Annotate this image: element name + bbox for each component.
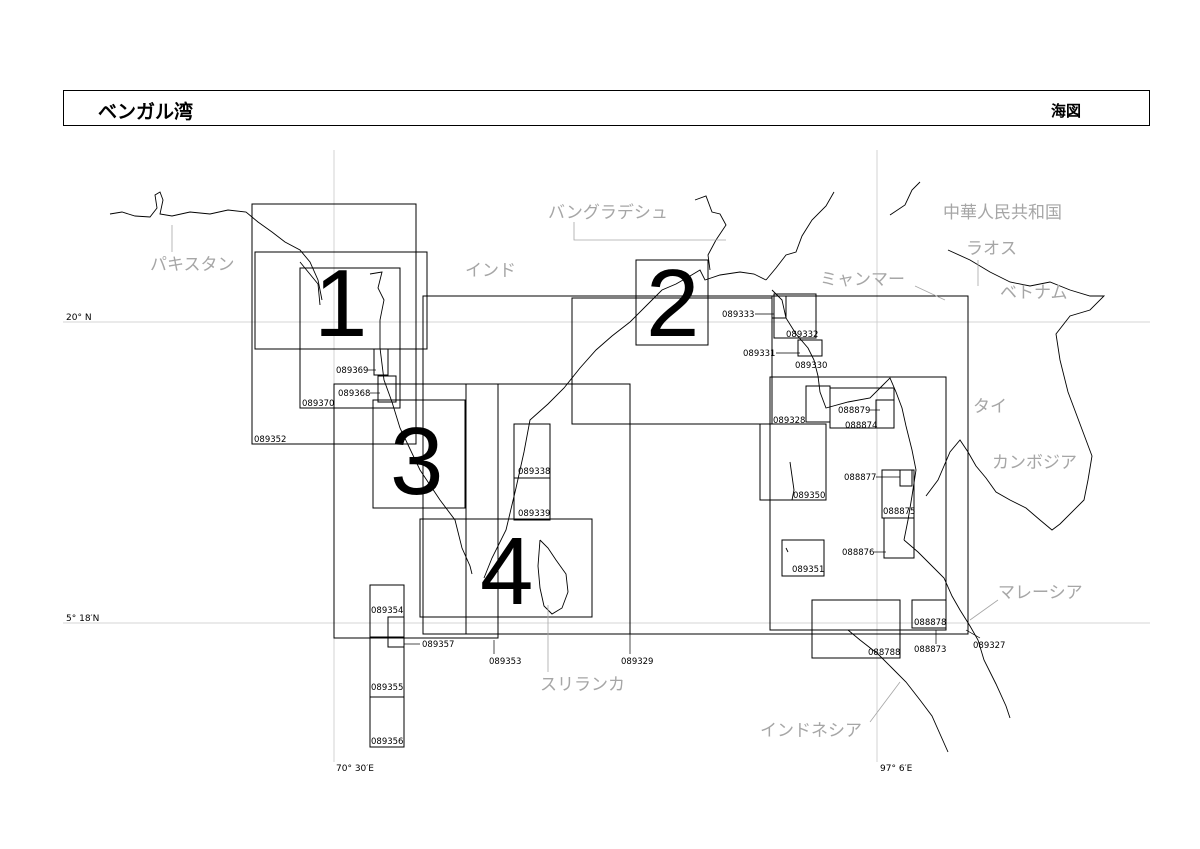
chart-box-089332 xyxy=(773,293,817,339)
chart-box-089339 xyxy=(513,477,551,521)
code-089327: 089327 xyxy=(973,641,1005,651)
chart-box-089368 xyxy=(377,375,397,403)
chart-box-088878 xyxy=(911,599,947,629)
region-number-2: 2 xyxy=(646,250,699,357)
chart-box-region-1 xyxy=(254,251,428,350)
chart-code-labels: 089333 089332 089331 089330 089369 08936… xyxy=(254,310,1005,747)
code-089351: 089351 xyxy=(792,565,824,575)
country-labels: パキスタン インド バングラデシュ ミャンマー 中華人民共和国 ラオス ベトナム… xyxy=(150,202,1083,741)
chart-box-north-bay xyxy=(571,297,773,425)
chart-box-089327 xyxy=(769,376,947,631)
chart-box-088876 xyxy=(883,517,915,559)
coastline-bangladesh xyxy=(694,191,835,281)
code-088876: 088876 xyxy=(842,548,874,558)
code-089339: 089339 xyxy=(518,509,550,519)
label-vietnam: ベトナム xyxy=(1000,283,1068,303)
coord-lat-north: 20° N xyxy=(66,313,92,323)
code-089328: 089328 xyxy=(773,416,805,426)
code-089354: 089354 xyxy=(371,606,403,616)
chart-box-089350 xyxy=(759,423,827,501)
chart-box-089328 xyxy=(805,385,831,423)
label-malaysia: マレーシア xyxy=(998,583,1083,603)
coastline-sri-lanka xyxy=(537,539,569,615)
chart-box-089330 xyxy=(797,339,823,357)
coastline-pakistan xyxy=(109,191,323,301)
code-089353: 089353 xyxy=(489,657,521,667)
label-cambodia: カンボジア xyxy=(992,453,1077,473)
coastline-andaman-islands xyxy=(785,461,795,553)
label-thailand: タイ xyxy=(973,397,1007,417)
coastline-india-east xyxy=(483,269,767,579)
code-089338: 089338 xyxy=(518,467,550,477)
coastline-thailand-malaysia xyxy=(903,539,1011,719)
code-089368: 089368 xyxy=(338,389,370,399)
code-089356: 089356 xyxy=(371,737,403,747)
region-number-3: 3 xyxy=(390,408,443,515)
region-numbers: 1 2 3 4 xyxy=(314,250,699,625)
code-088788: 088788 xyxy=(868,648,900,658)
label-laos: ラオス xyxy=(966,239,1017,259)
code-088878: 088878 xyxy=(914,618,946,628)
code-088879: 088879 xyxy=(838,406,870,416)
coastline-myanmar xyxy=(771,289,917,541)
chart-box-overview-bay xyxy=(422,295,969,635)
code-089355: 089355 xyxy=(371,683,403,693)
code-088875: 088875 xyxy=(883,507,915,517)
code-089357: 089357 xyxy=(422,640,454,650)
chart-box-region-3 xyxy=(372,399,466,509)
leader-indonesia xyxy=(869,681,901,723)
chart-box-089357 xyxy=(387,616,405,648)
chart-box-089351 xyxy=(781,539,825,577)
code-089350: 089350 xyxy=(793,491,825,501)
code-089330: 089330 xyxy=(795,361,827,371)
leader-malaysia xyxy=(969,599,999,621)
chart-box-089356 xyxy=(369,696,405,748)
code-089352: 089352 xyxy=(254,435,286,445)
chart-box-089370 xyxy=(299,267,401,409)
leader-089327 xyxy=(965,629,981,639)
label-india: インド xyxy=(465,261,516,281)
chart-box-089369 xyxy=(373,348,389,376)
region-number-4: 4 xyxy=(480,518,533,625)
leader-lines xyxy=(368,313,981,654)
label-china: 中華人民共和国 xyxy=(943,203,1062,223)
coord-lat-south: 5° 18′N xyxy=(66,614,99,624)
code-088874: 088874 xyxy=(845,421,877,431)
code-088877: 088877 xyxy=(844,473,876,483)
code-089333: 089333 xyxy=(722,310,754,320)
coord-lon-west: 70° 30′E xyxy=(336,764,374,774)
code-089370: 089370 xyxy=(302,399,334,409)
coord-lon-east: 97° 6′E xyxy=(880,764,913,774)
code-088873: 088873 xyxy=(914,645,946,655)
leader-myanmar xyxy=(914,285,946,301)
header-bar: ベンガル湾 海図 xyxy=(63,90,1150,126)
chart-box-region-2 xyxy=(635,259,709,346)
leader-bangladesh xyxy=(573,222,726,241)
country-leader-lines xyxy=(171,222,999,723)
region-number-1: 1 xyxy=(314,250,367,357)
label-sri-lanka: スリランカ xyxy=(540,675,625,695)
label-pakistan: パキスタン xyxy=(150,255,235,275)
chart-box-089333 xyxy=(771,295,787,319)
code-089332: 089332 xyxy=(786,330,818,340)
coordinate-labels: 20° N 5° 18′N 70° 30′E 97° 6′E xyxy=(66,313,913,774)
label-bangladesh: バングラデシュ xyxy=(548,202,668,223)
code-089329: 089329 xyxy=(621,657,653,667)
chart-coverage-boxes xyxy=(251,203,969,748)
code-089369: 089369 xyxy=(336,366,368,376)
label-indonesia: インドネシア xyxy=(760,721,862,741)
chart-box-region-4 xyxy=(419,518,593,618)
chart-box-088877 xyxy=(899,469,913,487)
chart-box-088874 xyxy=(875,399,895,429)
label-myanmar: ミャンマー xyxy=(820,270,905,290)
chart-box-089353 xyxy=(333,383,499,639)
code-089331: 089331 xyxy=(743,349,775,359)
coastline-indochina xyxy=(889,181,1106,531)
chart-box-088788 xyxy=(811,599,901,659)
map-title: ベンガル湾 xyxy=(98,101,194,123)
chart-type-label: 海図 xyxy=(1050,102,1081,120)
coastline-sumatra xyxy=(847,629,949,753)
coastline xyxy=(109,181,1106,753)
